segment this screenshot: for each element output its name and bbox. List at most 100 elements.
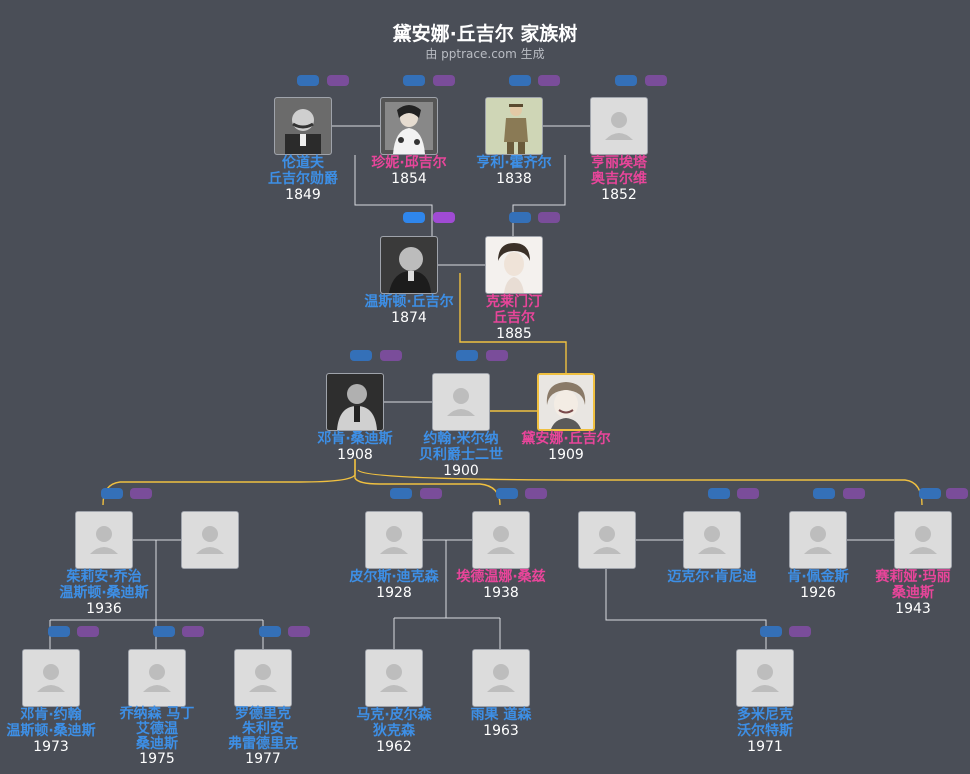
placeholder-avatar-icon (590, 97, 648, 155)
person-roderick-sandys[interactable]: 罗德里克 朱利安 弗雷德里克 1977 (228, 649, 298, 767)
person-name: 珍妮·邱吉尔 (371, 155, 447, 171)
placeholder-avatar-icon (472, 511, 530, 569)
person-name: 肯·佩金斯 (787, 569, 849, 585)
expand-spouse-button[interactable] (433, 75, 455, 86)
person-birth-year: 1885 (496, 326, 532, 342)
expand-parents-button[interactable] (297, 75, 319, 86)
placeholder-avatar-icon (736, 649, 794, 707)
expand-parents-button[interactable] (350, 350, 372, 361)
portrait-photo (537, 373, 595, 431)
children-line-c3c4 (393, 540, 501, 650)
expand-parents-button[interactable] (403, 75, 425, 86)
person-edwina-sandys[interactable]: 埃德温娜·桑兹 1938 (456, 511, 546, 601)
expand-spouse-button[interactable] (737, 488, 759, 499)
person-name-line2: 丘吉尔勋爵 (268, 171, 338, 187)
expand-spouse-button[interactable] (433, 212, 455, 223)
person-name-line2: 丘吉尔 (493, 310, 535, 326)
person-henrietta-ogilvy[interactable]: 亨丽埃塔 奥吉尔维 1852 (590, 97, 648, 203)
expand-spouse-button[interactable] (327, 75, 349, 86)
person-name: 约翰·米尔纳 (423, 431, 499, 447)
person-michael-kennedy[interactable]: 迈克尔·肯尼迪 (667, 511, 757, 585)
expand-parents-button[interactable] (509, 75, 531, 86)
highlight-line-p9-c8 (357, 469, 923, 506)
person-name: 多米尼克 (737, 707, 793, 723)
expand-spouse-button[interactable] (380, 350, 402, 361)
person-spouse-unknown[interactable] (181, 511, 239, 569)
person-jennie-churchill[interactable]: 珍妮·邱吉尔 1854 (371, 97, 447, 187)
person-birth-year: 1938 (483, 585, 519, 601)
portrait-photo (485, 236, 543, 294)
person-piers-dixon[interactable]: 皮尔斯·迪克森 1928 (349, 511, 439, 601)
person-name: 伦道夫 (282, 155, 324, 171)
expand-spouse-button[interactable] (645, 75, 667, 86)
expand-spouse-button[interactable] (182, 626, 204, 637)
person-hugo-dawson[interactable]: 雨果 道森 1963 (471, 649, 531, 739)
placeholder-avatar-icon (789, 511, 847, 569)
portrait-photo (326, 373, 384, 431)
person-ken-perkins[interactable]: 肯·佩金斯 1926 (787, 511, 849, 601)
person-celia-sandys[interactable]: 赛莉娅·玛丽 桑迪斯 1943 (875, 511, 952, 617)
expand-parents-button[interactable] (708, 488, 730, 499)
portrait-photo (485, 97, 543, 155)
expand-parents-button[interactable] (813, 488, 835, 499)
expand-spouse-button[interactable] (946, 488, 968, 499)
person-randolph-churchill[interactable]: 伦道夫 丘吉尔勋爵 1849 (268, 97, 338, 203)
person-birth-year: 1926 (800, 585, 836, 601)
expand-parents-button[interactable] (48, 626, 70, 637)
person-dominic-walters[interactable]: 多米尼克 沃尔特斯 1971 (736, 649, 794, 755)
person-birth-year: 1854 (391, 171, 427, 187)
expand-parents-button[interactable] (615, 75, 637, 86)
person-name: 皮尔斯·迪克森 (349, 569, 439, 585)
page-title: 黛安娜·丘吉尔 家族树 (392, 23, 578, 45)
expand-parents-button[interactable] (456, 350, 478, 361)
person-name: 乔纳森 马丁 (119, 706, 195, 722)
expand-spouse-button[interactable] (789, 626, 811, 637)
person-mark-dixon[interactable]: 马克·皮尔森 狄克森 1962 (356, 649, 432, 755)
person-name-line2: 狄克森 (373, 723, 415, 739)
placeholder-avatar-icon (365, 511, 423, 569)
person-birth-year: 1928 (376, 585, 412, 601)
expand-parents-button[interactable] (919, 488, 941, 499)
person-name: 克莱门汀 (486, 294, 542, 310)
person-winston-churchill[interactable]: 温斯顿·丘吉尔 1874 (364, 236, 454, 326)
expand-parents-button[interactable] (760, 626, 782, 637)
expand-spouse-button[interactable] (486, 350, 508, 361)
person-birth-year: 1975 (139, 751, 175, 767)
person-name-line2: 沃尔特斯 (737, 723, 793, 739)
person-name: 亨利·霍齐尔 (476, 155, 552, 171)
expand-parents-button[interactable] (403, 212, 425, 223)
expand-spouse-button[interactable] (420, 488, 442, 499)
expand-spouse-button[interactable] (77, 626, 99, 637)
person-name-line2: 艾德温 (136, 721, 178, 737)
expand-spouse-button[interactable] (538, 75, 560, 86)
person-diana-churchill[interactable]: 黛安娜·丘吉尔 1909 (521, 373, 611, 463)
person-henry-hozier[interactable]: 亨利·霍齐尔 1838 (476, 97, 552, 187)
person-name: 亨丽埃塔 (591, 155, 647, 171)
expand-spouse-button[interactable] (843, 488, 865, 499)
expand-parents-button[interactable] (496, 488, 518, 499)
person-name-line3: 弗雷德里克 (228, 736, 298, 752)
portrait-photo (380, 97, 438, 155)
person-duncan-john-sandys[interactable]: 邓肯·约翰 温斯顿·桑迪斯 1973 (6, 649, 96, 755)
person-duncan-sandys[interactable]: 邓肯·桑迪斯 1908 (317, 373, 393, 463)
expand-parents-button[interactable] (509, 212, 531, 223)
expand-parents-button[interactable] (153, 626, 175, 637)
placeholder-avatar-icon (75, 511, 133, 569)
person-john-milner-bailey[interactable]: 约翰·米尔纳 贝利爵士二世 1900 (419, 373, 503, 479)
expand-spouse-button[interactable] (538, 212, 560, 223)
highlight-line-parents-p9 (459, 273, 567, 374)
person-name: 马克·皮尔森 (356, 707, 432, 723)
person-julian-sandys[interactable]: 茱莉安·乔治 温斯顿·桑迪斯 1936 (59, 511, 149, 617)
placeholder-avatar-icon (472, 649, 530, 707)
expand-spouse-button[interactable] (130, 488, 152, 499)
person-clementine-churchill[interactable]: 克莱门汀 丘吉尔 1885 (485, 236, 543, 342)
expand-parents-button[interactable] (259, 626, 281, 637)
expand-parents-button[interactable] (390, 488, 412, 499)
person-spouse-unknown[interactable] (578, 511, 636, 569)
person-birth-year: 1963 (483, 723, 519, 739)
person-jonathan-sandys[interactable]: 乔纳森 马丁 艾德温 桑迪斯 1975 (120, 649, 194, 767)
expand-parents-button[interactable] (101, 488, 123, 499)
expand-spouse-button[interactable] (288, 626, 310, 637)
placeholder-avatar-icon (578, 511, 636, 569)
expand-spouse-button[interactable] (525, 488, 547, 499)
